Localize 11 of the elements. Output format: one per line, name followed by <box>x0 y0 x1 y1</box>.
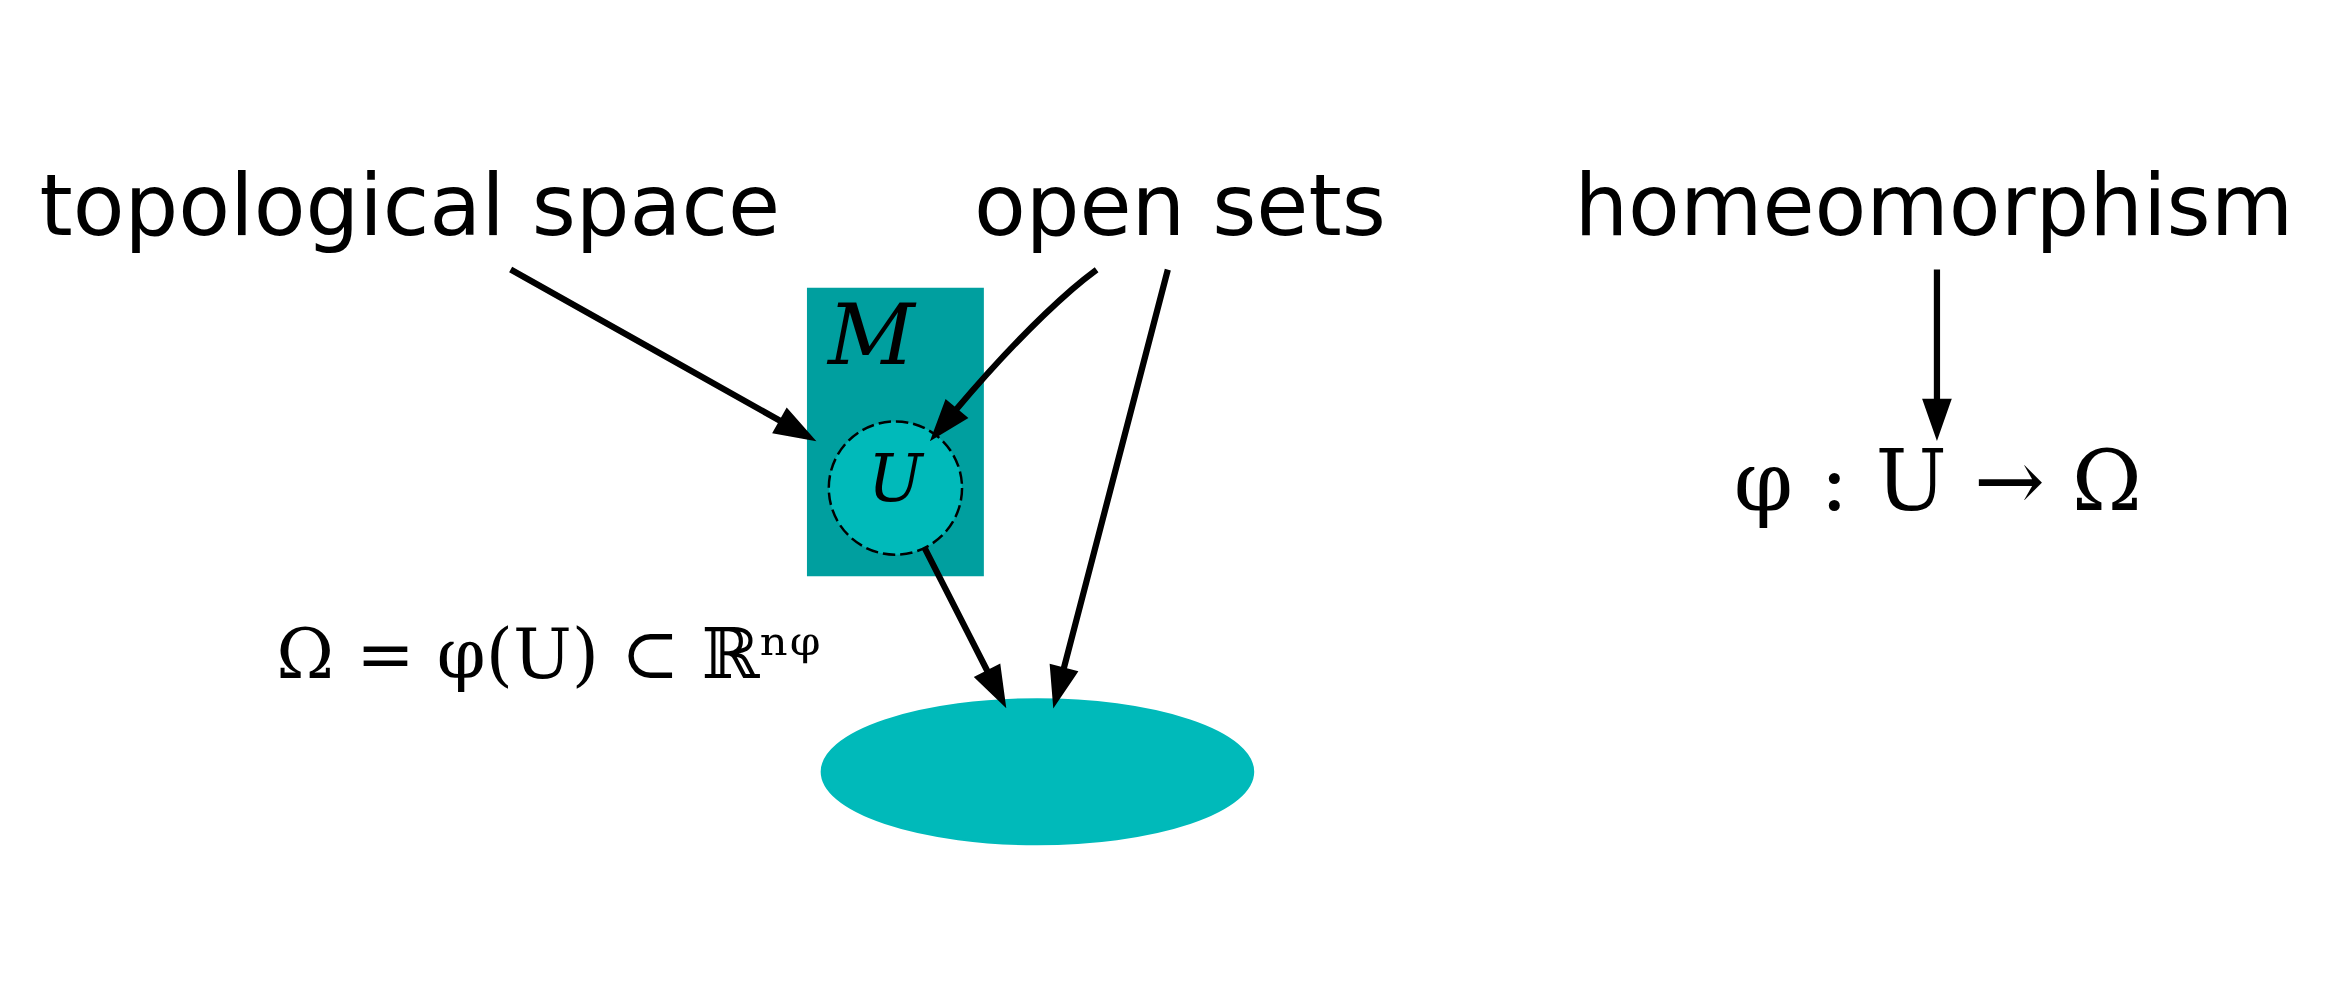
node-text: topological space <box>39 155 781 255</box>
arrow <box>509 266 817 441</box>
node-label: Ω = φ(U) ⊂ ℝⁿᵠ <box>276 612 821 694</box>
arrow <box>929 266 1099 441</box>
node-text: homeomorphism <box>1574 155 2294 255</box>
arrow <box>1049 268 1171 709</box>
node-text: φ : U → Ω <box>1733 430 2143 530</box>
node-ellipse <box>820 697 1255 845</box>
node-text: open sets <box>973 155 1386 255</box>
node-circle: U <box>827 419 964 556</box>
arrow <box>922 546 1007 708</box>
